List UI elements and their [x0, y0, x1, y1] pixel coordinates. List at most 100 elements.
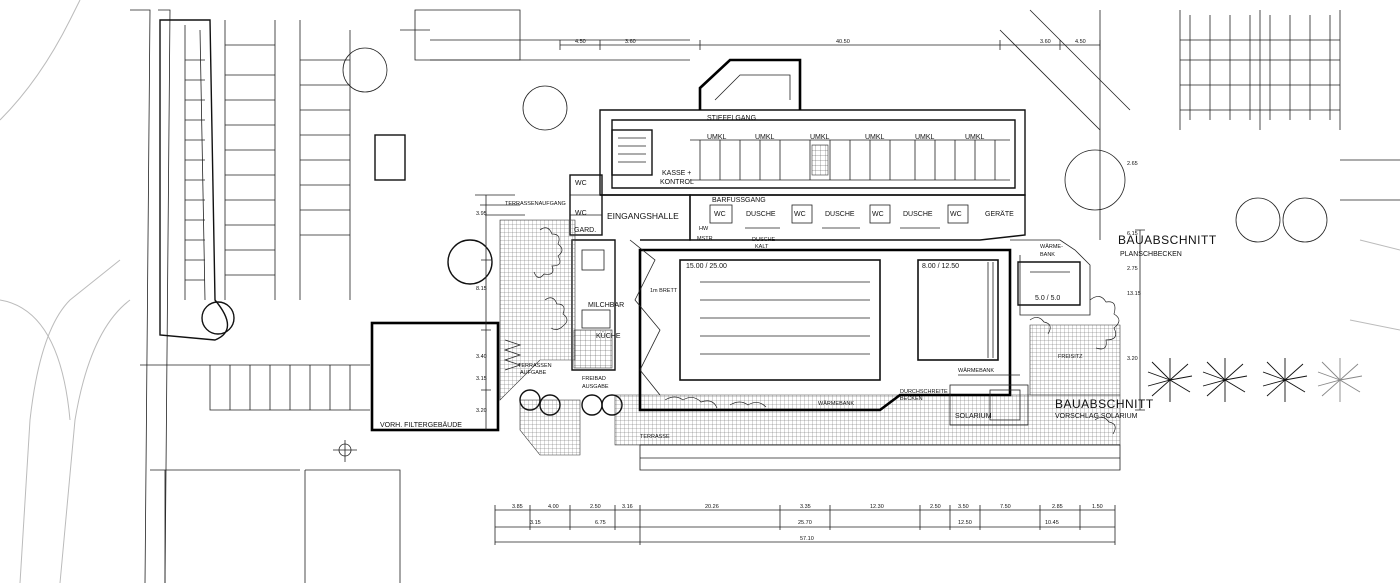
- room-waermebank-4: BANK: [1040, 252, 1055, 258]
- dim-b1-5: 3.35: [800, 504, 811, 510]
- dim-side-7: 2.75: [1127, 266, 1138, 272]
- solarium: [949, 374, 1029, 426]
- room-waermebank-3: WÄRME-: [1040, 243, 1063, 250]
- building-subtitle: PLANSCHBECKEN: [1120, 251, 1182, 258]
- dim-side-3: 3.15: [476, 376, 487, 382]
- room-freisitz: FREISITZ: [1058, 354, 1083, 360]
- dim-top-3: 40.50: [836, 39, 850, 45]
- dim-b1-8: 3.50: [958, 504, 969, 510]
- dimension-lines: [481, 40, 1145, 545]
- room-brett: 1m BRETT: [650, 288, 678, 294]
- room-mstr: MSTR: [697, 236, 713, 242]
- room-freibad-ausgabe-1: FREIBAD: [582, 376, 606, 382]
- room-durchschreite-2: BECKEN: [900, 396, 923, 402]
- kids-pool: [1017, 261, 1081, 306]
- room-durchschreite-1: DURCHSCHREITE: [900, 389, 948, 395]
- dim-b1-6: 12.30: [870, 504, 884, 510]
- room-dusche-kalt-2: KALT: [755, 244, 769, 250]
- room-umkl-5: UMKL: [915, 134, 935, 141]
- dim-b1-9: 7.50: [1000, 504, 1011, 510]
- building-title: BAUABSCHNITT: [1118, 233, 1217, 247]
- dim-top-4: 3.60: [1040, 39, 1051, 45]
- room-umkl-6: UMKL: [965, 134, 985, 141]
- room-milchbar: MILCHBAR: [588, 302, 624, 309]
- parking-lot-left: [159, 19, 229, 341]
- room-kueche: KÜCHE: [596, 332, 621, 340]
- room-dusche-kalt-1: DUSCHE: [752, 237, 776, 243]
- parking-stalls-left: [184, 20, 351, 301]
- labels: BAUABSCHNITT PLANSCHBECKEN BAUABSCHNITT …: [476, 39, 1217, 542]
- dim-b2-4: 10.45: [1045, 520, 1059, 526]
- pool-teach-size: 8.00 / 12.50: [922, 263, 959, 270]
- filter-building-label: VORH. FILTERGEBÄUDE: [380, 421, 462, 429]
- changing-cabins: [690, 139, 1010, 181]
- room-dusche-2: DUSCHE: [825, 211, 855, 218]
- room-wc-3: WC: [714, 211, 726, 218]
- room-hw: HW: [699, 226, 709, 232]
- room-freibad-ausgabe-2: AUSGABE: [582, 384, 609, 390]
- tree-turnaround: [201, 301, 235, 335]
- dim-b1-1: 4.00: [548, 504, 559, 510]
- room-wc-1: WC: [575, 180, 587, 187]
- dim-b1-10: 2.85: [1052, 504, 1063, 510]
- dim-b1-3: 3.16: [622, 504, 633, 510]
- dim-side-6: 6.15: [1127, 231, 1138, 237]
- room-kontrol: KONTROL: [660, 179, 694, 186]
- dim-side-9: 3.20: [1127, 356, 1138, 362]
- room-waermebank-2: WÄRMEBANK: [958, 367, 994, 374]
- room-umkl-3: UMKL: [810, 134, 830, 141]
- palm-trees: [1147, 358, 1363, 402]
- vegetation: [447, 227, 1120, 435]
- dim-side-2: 3.40: [476, 354, 487, 360]
- room-solarium: SOLARIUM: [955, 413, 992, 420]
- dim-b1-7: 2.50: [930, 504, 941, 510]
- dim-side-4: 3.20: [476, 408, 487, 414]
- dim-b3-0: 57.10: [800, 536, 814, 542]
- room-wc-5: WC: [872, 211, 884, 218]
- bath-building: [569, 58, 1026, 371]
- room-kasse: KASSE +: [662, 170, 691, 177]
- dim-side-5: 2.65: [1127, 161, 1138, 167]
- dim-b2-1: 6.75: [595, 520, 606, 526]
- room-terrasse: TERRASSE: [640, 434, 670, 440]
- room-barfussgang: BARFUSSGANG: [712, 197, 766, 204]
- pool-main-size: 15.00 / 25.00: [686, 263, 727, 270]
- dim-top-1: 4.50: [575, 39, 586, 45]
- room-eingangshalle: EINGANGSHALLE: [607, 211, 679, 221]
- dim-b2-2: 25.70: [798, 520, 812, 526]
- pool-hall: [629, 239, 1091, 412]
- room-wc-2: WC: [575, 210, 587, 217]
- small-building: [374, 134, 406, 181]
- room-umkl-2: UMKL: [755, 134, 775, 141]
- room-umkl-1: UMKL: [707, 134, 727, 141]
- solarium-subtitle: VORSCHLAG SOLARIUM: [1055, 413, 1138, 420]
- room-waermebank-1: WÄRMEBANK: [818, 400, 854, 407]
- room-geraete: GERÄTE: [985, 210, 1014, 218]
- dim-b1-2: 2.50: [590, 504, 601, 510]
- dim-side-0: 3.95: [476, 211, 487, 217]
- dim-b2-0: 3.15: [530, 520, 541, 526]
- room-terrassen-aufgabe-2: AUFGABE: [520, 370, 547, 376]
- room-dusche-1: DUSCHE: [746, 211, 776, 218]
- solarium-title: BAUABSCHNITT: [1055, 397, 1154, 411]
- room-dusche-3: DUSCHE: [903, 211, 933, 218]
- room-wc-6: WC: [950, 211, 962, 218]
- filter-building: VORH. FILTERGEBÄUDE: [333, 321, 500, 462]
- room-wc-4: WC: [794, 211, 806, 218]
- dim-side-1: 8.15: [476, 286, 487, 292]
- teaching-pool: [917, 259, 999, 361]
- dim-b2-3: 12.50: [958, 520, 972, 526]
- room-umkl-4: UMKL: [865, 134, 885, 141]
- room-stiefelgang: STIEFELGANG: [707, 115, 756, 122]
- dim-top-5: 4.50: [1075, 39, 1086, 45]
- room-terrassenaufgang: TERRASSENAUFGANG: [505, 201, 566, 207]
- dim-top-2: 3.60: [625, 39, 636, 45]
- dim-b1-11: 1.50: [1092, 504, 1103, 510]
- room-gard: GARD.: [574, 227, 596, 234]
- pools: [679, 259, 1081, 381]
- room-terrassen-aufgabe-1: TERRASSEN: [518, 363, 552, 369]
- pool-kids-size: 5.0 / 5.0: [1035, 295, 1060, 302]
- swimmer-pool: [679, 259, 881, 381]
- terraces: [475, 194, 1121, 456]
